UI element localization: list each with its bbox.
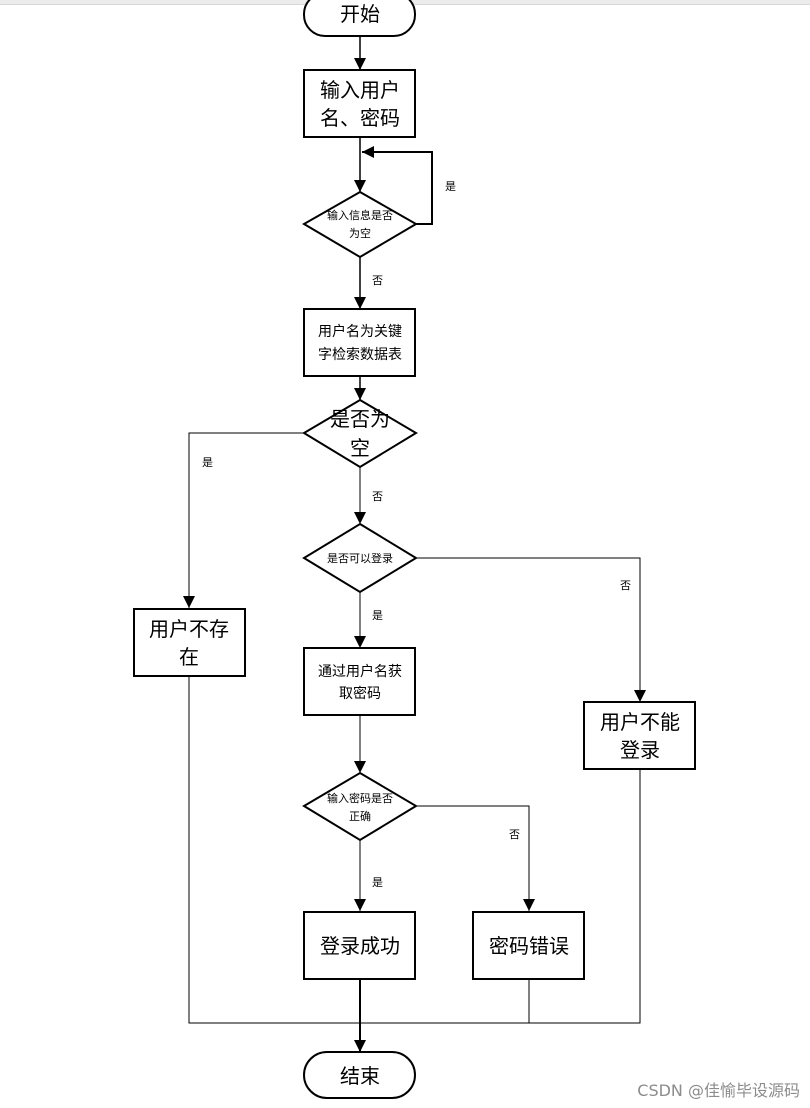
get-password-label-2: 取密码 (339, 685, 381, 702)
edge-check-result-yes (183, 432, 304, 608)
check-can-login-diamond (302, 522, 418, 594)
edge-label-can-login-no: 否 (620, 579, 631, 592)
start-label: 开始 (340, 2, 380, 26)
end-label: 结束 (340, 1064, 380, 1088)
user-not-exist-label-1: 用户不存 (149, 617, 229, 641)
search-table-box (303, 308, 416, 377)
login-success-label: 登录成功 (320, 934, 400, 958)
check-password-diamond (302, 771, 418, 842)
check-input-empty-diamond (302, 190, 418, 259)
user-not-exist-label-2: 在 (179, 645, 199, 669)
watermark: CSDN @佳愉毕设源码 (637, 1081, 800, 1100)
check-result-empty-label-1: 是否为 (330, 407, 390, 431)
password-error-box (472, 911, 585, 980)
login-success-box (303, 911, 416, 980)
get-password-label-1: 通过用户名获 (318, 663, 402, 680)
edge-can-login-no (416, 557, 646, 702)
edge-check-input-yes-loop (362, 146, 433, 225)
end-terminator (303, 1051, 416, 1099)
check-input-empty-label-1: 输入信息是否 (327, 208, 393, 222)
edge-label-input-empty-no: 否 (372, 274, 383, 287)
edge-label-input-empty-yes: 是 (445, 180, 456, 193)
edge-password-no (416, 805, 535, 911)
check-result-empty-label-2: 空 (350, 436, 370, 460)
input-credentials-label-1: 输入用户 (320, 78, 400, 102)
check-can-login-label: 是否可以登录 (327, 551, 393, 565)
edge-label-password-yes: 是 (372, 876, 383, 889)
check-result-empty-diamond (302, 398, 418, 469)
get-password-box (303, 647, 416, 716)
search-table-label-1: 用户名为关键 (318, 323, 402, 340)
edge-label-result-empty-no: 否 (372, 490, 383, 503)
input-credentials-box (303, 69, 416, 138)
password-error-label: 密码错误 (489, 934, 569, 958)
user-cannot-login-label-1: 用户不能 (600, 710, 680, 734)
check-input-empty-label-2: 为空 (349, 226, 371, 240)
check-password-label-2: 正确 (349, 810, 371, 823)
edge-bottom-collector (188, 677, 641, 1024)
edge-label-result-empty-yes: 是 (202, 456, 213, 469)
user-cannot-login-label-2: 登录 (620, 738, 660, 762)
user-cannot-login-box (583, 701, 696, 770)
user-not-exist-box (133, 608, 246, 677)
edge-label-can-login-yes: 是 (372, 609, 383, 622)
edge-label-password-no: 否 (509, 828, 520, 841)
input-credentials-label-2: 名、密码 (320, 106, 400, 130)
check-password-label-1: 输入密码是否 (327, 791, 393, 805)
search-table-label-2: 字检索数据表 (318, 346, 402, 363)
start-terminator (303, 0, 416, 37)
